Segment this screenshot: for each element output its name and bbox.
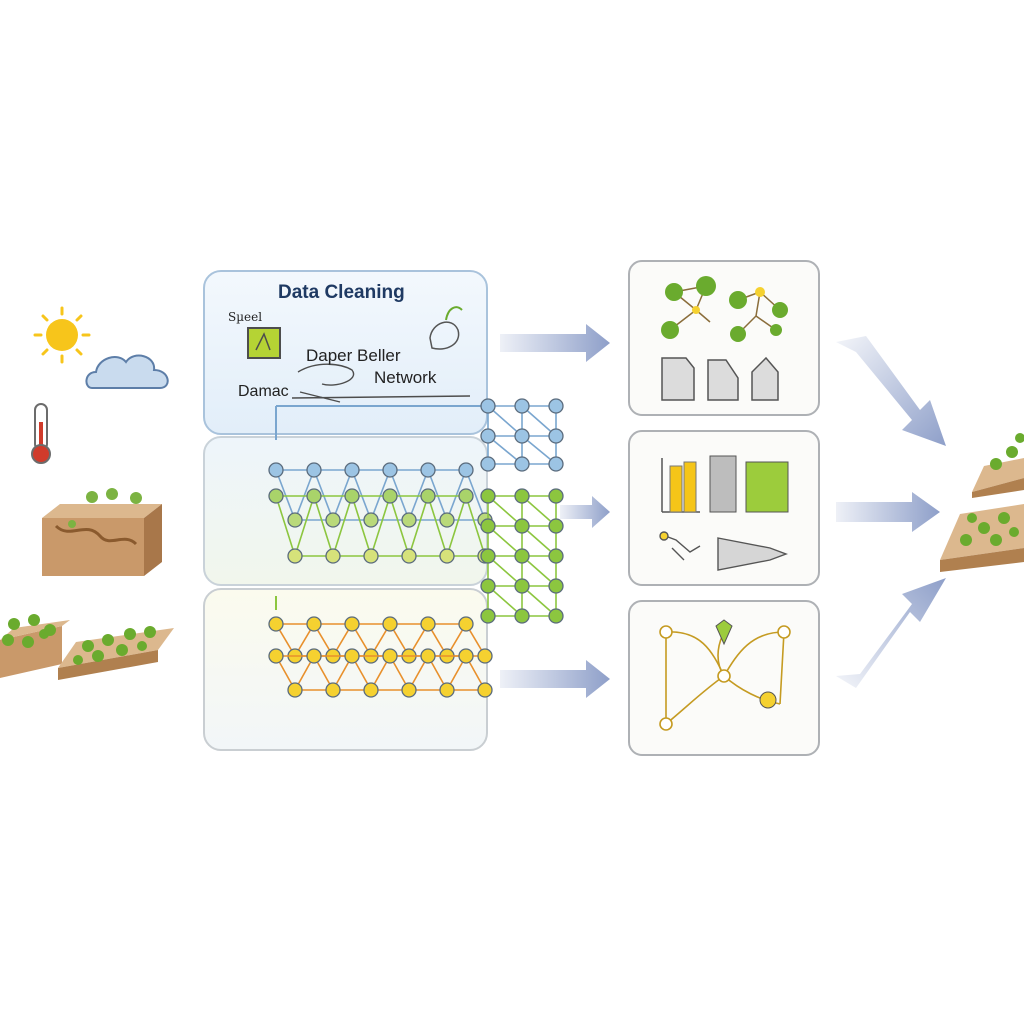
lattice-edge bbox=[521, 495, 557, 527]
lattice-edge bbox=[487, 495, 523, 527]
panel-title: Data Cleaning bbox=[278, 282, 405, 303]
plant-bed-icon bbox=[0, 614, 70, 678]
result-box-gene-network bbox=[628, 600, 820, 756]
speed-label: Sµeel bbox=[228, 310, 263, 324]
model-label-line1: Daper Beller bbox=[306, 346, 401, 365]
lattice-node bbox=[514, 578, 530, 594]
lattice-node bbox=[480, 578, 496, 594]
arrow-to-crops-top bbox=[836, 336, 946, 446]
lattice-edge bbox=[487, 585, 523, 617]
dataset-label: Damac bbox=[238, 383, 289, 400]
lattice-node bbox=[548, 578, 564, 594]
plant-bed-icon bbox=[972, 433, 1024, 498]
arrow-to-crops-bottom bbox=[836, 578, 946, 688]
lattice-edge bbox=[521, 555, 557, 587]
lattice-edge bbox=[487, 525, 523, 557]
lattice-node bbox=[514, 398, 530, 414]
lattice-node bbox=[548, 398, 564, 414]
result-box-networks bbox=[628, 260, 820, 416]
lattice-edge bbox=[521, 525, 557, 557]
plant-bed-icon bbox=[58, 626, 174, 680]
arrow-to-results-bottom bbox=[500, 660, 610, 698]
lattice-node bbox=[514, 608, 530, 624]
lattice-node bbox=[548, 456, 564, 472]
sun-icon bbox=[33, 306, 91, 364]
lattice-node bbox=[514, 518, 530, 534]
model-label-line2: Network bbox=[374, 368, 437, 387]
lattice-node bbox=[548, 548, 564, 564]
arrow-to-results-top bbox=[500, 324, 610, 362]
lattice-node bbox=[548, 428, 564, 444]
lattice-node bbox=[548, 488, 564, 504]
plant-bed-icon bbox=[940, 504, 1024, 572]
network-layer-panel-middle bbox=[203, 436, 488, 586]
soil-block-icon bbox=[42, 488, 162, 576]
lattice-node bbox=[514, 548, 530, 564]
lattice-node bbox=[548, 518, 564, 534]
lattice-node bbox=[548, 608, 564, 624]
arrow-to-crops-middle bbox=[836, 492, 940, 532]
lattice-edge bbox=[487, 435, 523, 465]
lattice-edge bbox=[487, 555, 523, 587]
network-layer-panel-bottom bbox=[203, 588, 488, 751]
lattice-edge bbox=[521, 405, 557, 437]
lattice-node bbox=[514, 456, 530, 472]
cloud-icon bbox=[85, 354, 169, 389]
thermometer-icon bbox=[31, 403, 51, 464]
result-box-charts bbox=[628, 430, 820, 586]
lattice-edge bbox=[487, 405, 523, 437]
lattice-edge bbox=[521, 585, 557, 617]
lattice-node bbox=[514, 488, 530, 504]
lattice-edge bbox=[521, 435, 557, 465]
arrow-to-results-middle bbox=[560, 496, 610, 528]
lattice-node bbox=[514, 428, 530, 444]
